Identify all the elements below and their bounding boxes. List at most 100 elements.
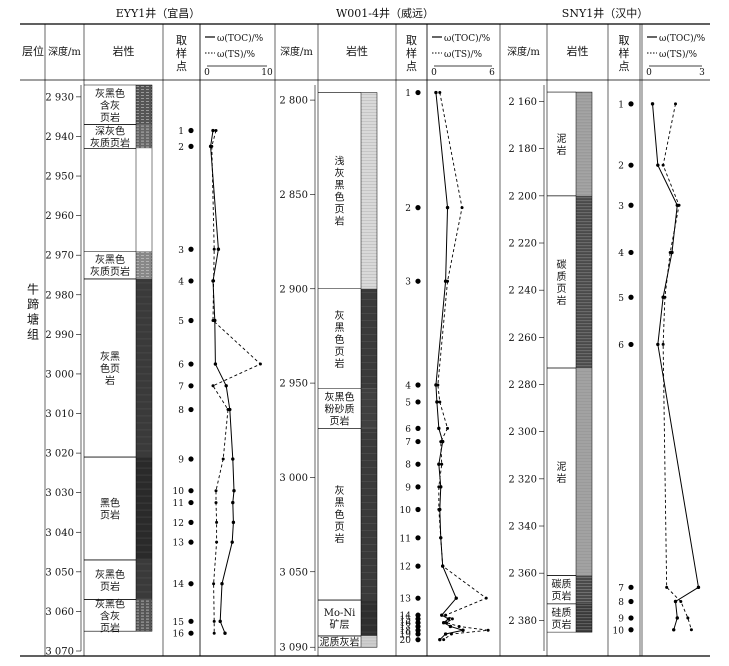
layer-label: 页岩	[552, 618, 572, 631]
depth-tick-label: 2 970	[45, 251, 74, 262]
layer-label: 泥质灰岩	[320, 636, 360, 649]
toc-point	[650, 102, 655, 106]
sample-marker	[415, 612, 421, 618]
ts-point	[442, 638, 446, 642]
ts-point	[215, 540, 219, 544]
toc-legend-label: ω(TOC)/%	[217, 33, 264, 44]
toc-point	[231, 457, 235, 461]
ts-point	[460, 206, 464, 210]
ts-point	[677, 203, 681, 207]
ts-point	[674, 102, 677, 106]
layer-label: 含灰	[100, 609, 120, 622]
ts-point	[689, 628, 693, 632]
depth-tick-label: 2 940	[45, 132, 74, 143]
sample-number: 8	[178, 406, 184, 416]
lithology-bar-outline	[135, 84, 153, 632]
ts-point	[449, 632, 453, 636]
formation-label: 塘	[27, 312, 39, 327]
sample-marker	[628, 615, 634, 621]
depth-tick-label: 3 020	[45, 449, 74, 460]
toc-point	[446, 617, 451, 621]
sample-marker	[415, 631, 421, 637]
sample-marker	[628, 249, 634, 256]
lithology-bar	[361, 388, 377, 429]
sample-header: 点	[406, 60, 417, 73]
toc-legend-label: ω(TOC)/%	[659, 33, 706, 44]
sample-number: 9	[618, 614, 624, 624]
layer-label: 页	[335, 346, 345, 358]
sample-number: 5	[405, 398, 411, 408]
depth-tick-label: 2 930	[45, 92, 74, 103]
toc-point	[445, 205, 450, 210]
lithology-bar	[136, 148, 152, 252]
lithology-bar	[361, 635, 377, 648]
layer-label: 页岩	[330, 415, 350, 428]
layer-label: 浅	[335, 155, 345, 168]
lithology-bar	[136, 124, 152, 149]
layer-label: 页	[557, 283, 567, 295]
sample-header: 样	[619, 46, 630, 60]
sample-number: 9	[405, 483, 411, 493]
lithology-bar	[136, 599, 152, 632]
ts-point	[211, 384, 215, 388]
layer-label: 岩	[557, 144, 567, 157]
depth-tick-label: 2 160	[508, 97, 537, 108]
sample-number: 3	[405, 278, 411, 288]
layer-label: 含灰	[100, 99, 120, 112]
ts-point	[210, 144, 214, 148]
depth-tick-label: 2 950	[45, 172, 74, 183]
depth-tick-label: 2 260	[508, 333, 537, 344]
toc-point	[220, 582, 224, 586]
ts-point	[226, 408, 230, 412]
depth-tick-label: 2 900	[279, 284, 308, 295]
sample-marker	[188, 499, 194, 506]
toc-point	[672, 628, 676, 632]
ts-point	[441, 564, 445, 568]
depth-tick-label: 2 380	[508, 616, 537, 627]
depth-tick-label: 3 000	[45, 369, 74, 380]
sample-header: 样	[176, 46, 187, 60]
toc-curve	[652, 103, 700, 630]
sample-number: 13	[173, 539, 185, 549]
sample-marker	[628, 294, 634, 300]
depth-tick-label: 3 050	[45, 567, 74, 578]
sample-marker	[188, 539, 194, 545]
lithology-bar-outline	[575, 91, 593, 633]
sample-number: 17	[400, 623, 412, 633]
depth-tick-label: 3 010	[45, 409, 74, 420]
layer-label: 色页	[100, 362, 120, 375]
layer-header: 层位	[22, 44, 44, 58]
sample-number: 20	[400, 636, 412, 646]
layer-label: 灰黑色	[95, 568, 125, 581]
sample-number: 6	[178, 361, 184, 371]
axis-max-label: 10	[261, 68, 273, 78]
layer-label: 灰黑色	[325, 391, 355, 404]
toc-point	[435, 400, 439, 404]
depth-tick-label: 3 070	[45, 647, 74, 658]
layer-label: 灰	[335, 309, 345, 322]
sample-number: 18	[400, 627, 412, 637]
sample-number: 4	[178, 277, 184, 287]
sample-marker	[188, 456, 194, 462]
sample-number: 12	[173, 519, 184, 529]
sample-header: 取	[619, 34, 630, 47]
toc-point	[656, 342, 660, 347]
layer-label: 灰黑色	[95, 597, 125, 610]
sample-marker	[415, 506, 421, 513]
ts-point	[484, 596, 488, 600]
sample-marker	[415, 620, 421, 626]
ts-point	[212, 631, 216, 635]
sample-header: 取	[176, 34, 187, 47]
sample-marker	[628, 341, 634, 348]
formation-label: 牛	[27, 282, 39, 297]
toc-point	[232, 488, 236, 493]
sample-number: 8	[618, 598, 624, 608]
sample-number: 4	[405, 381, 411, 391]
layer-label: 矿层	[330, 618, 350, 631]
layer-label: 灰黑色	[95, 253, 125, 266]
toc-point	[218, 619, 222, 624]
sample-marker	[415, 89, 421, 96]
sample-number: 3	[618, 202, 624, 212]
layer-label: 泥	[557, 460, 567, 473]
